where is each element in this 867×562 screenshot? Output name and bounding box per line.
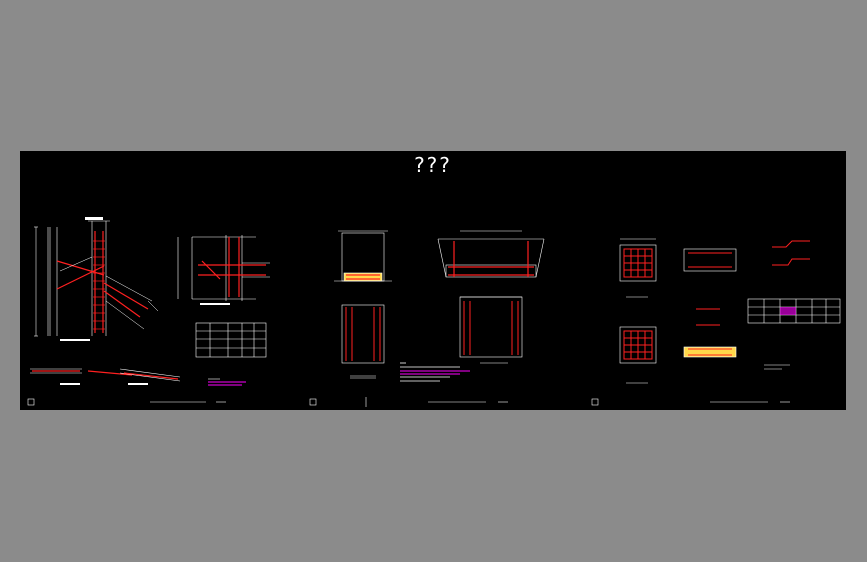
sheet-title: ??? <box>414 153 452 177</box>
drawing-canvas <box>27 217 841 407</box>
title-block-strip <box>27 397 790 407</box>
panel-1-column-beam-detail <box>30 217 181 385</box>
panel-4-column-sections <box>619 238 841 384</box>
drawing-sheet[interactable]: ??? <box>20 151 846 410</box>
rebar-table-1 <box>195 322 267 358</box>
panel-2-joint-detail <box>177 235 270 386</box>
panel-3-pier-sections <box>334 230 545 382</box>
